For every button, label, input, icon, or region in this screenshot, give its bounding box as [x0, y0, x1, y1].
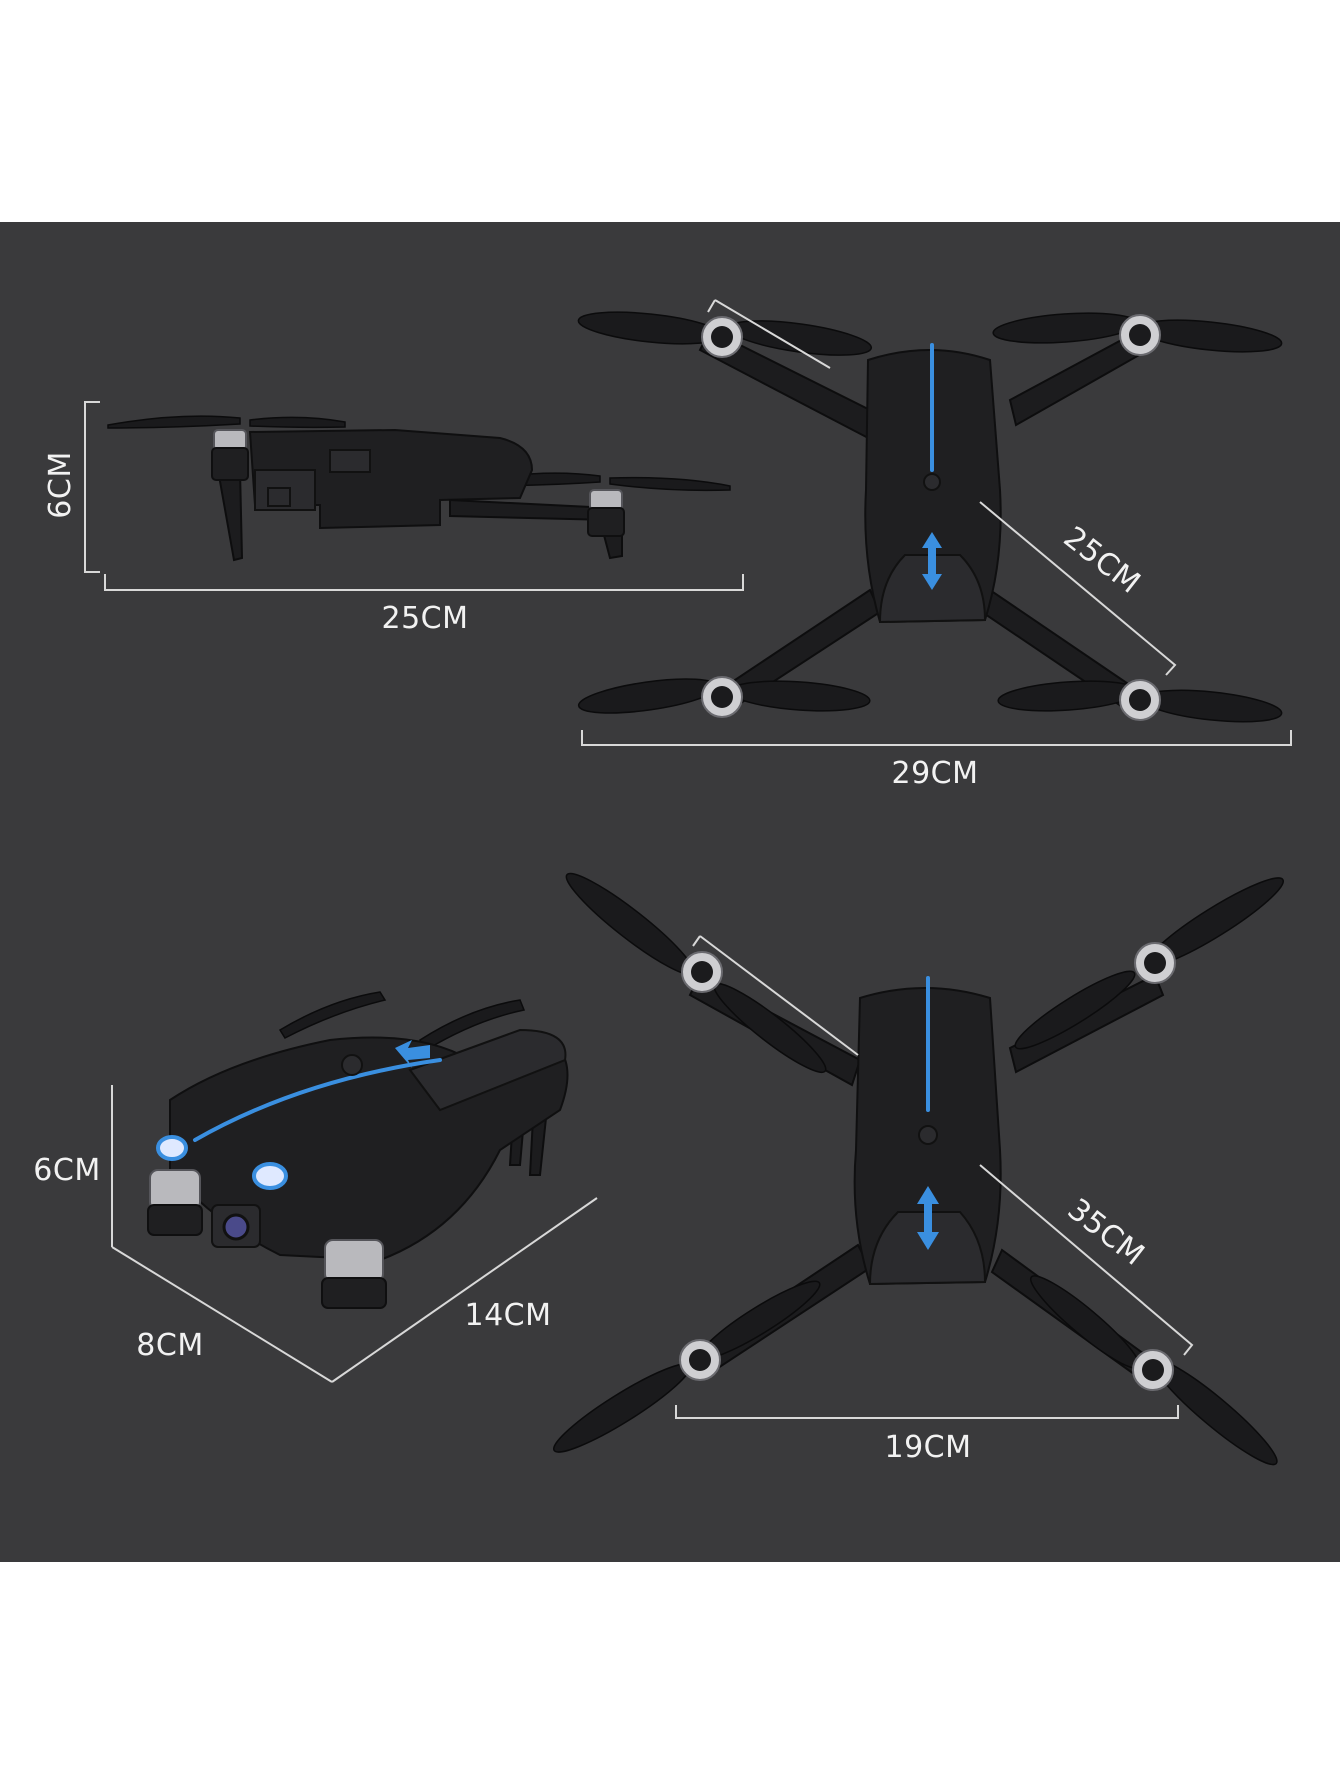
- folded-dimension-lines: [111, 1085, 598, 1383]
- top-folded-width-label: 29CM: [891, 756, 978, 791]
- top-folded-diagonal-label: 25CM: [1057, 520, 1147, 601]
- folded-depth-label: 8CM: [136, 1328, 203, 1363]
- side-length-label: 25CM: [381, 601, 468, 636]
- folded-height-label: 6CM: [33, 1153, 100, 1188]
- drone-side-view: [107, 415, 731, 562]
- side-height-label: 6CM: [43, 451, 78, 518]
- folded-length-label: 14CM: [464, 1298, 551, 1333]
- top-view-lower-dimension-lines: [675, 935, 1194, 1419]
- top-open-width-label: 19CM: [884, 1430, 971, 1465]
- drone-top-view-lower: [553, 872, 1284, 1466]
- top-view-upper-dimension-lines: [581, 299, 1292, 746]
- drone-top-view-upper: [577, 311, 1283, 723]
- side-view-dimension-lines: [84, 401, 744, 591]
- top-open-diagonal-label: 35CM: [1061, 1192, 1151, 1273]
- drone-folded-perspective: [147, 991, 569, 1309]
